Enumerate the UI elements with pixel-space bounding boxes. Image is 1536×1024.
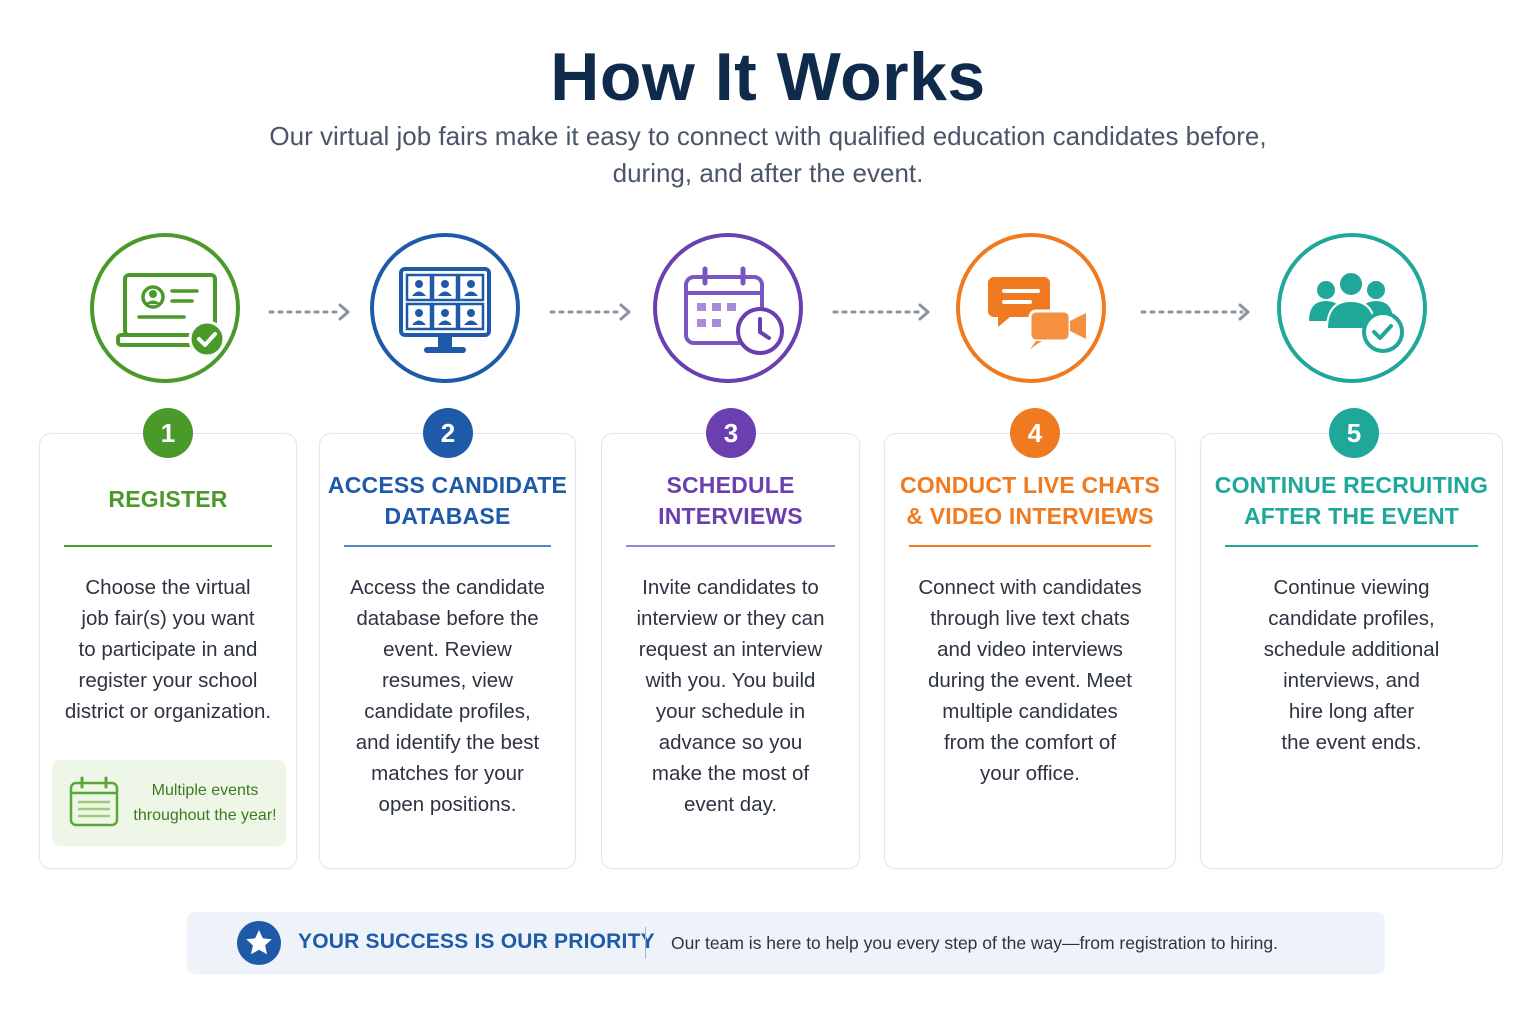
step-1-icon-circle: [90, 233, 240, 383]
step-4-icon-circle: [956, 233, 1106, 383]
step-5-title: CONTINUE RECRUITING AFTER THE EVENT: [1214, 472, 1489, 529]
step-2-icon-circle: [370, 233, 520, 383]
step-3-number-badge: 3: [706, 408, 756, 458]
success-banner: YOUR SUCCESS IS OUR PRIORITY Our team is…: [187, 912, 1385, 974]
step-3-title: SCHEDULE INTERVIEWS: [658, 472, 803, 529]
page-subtitle: Our virtual job fairs make it easy to co…: [269, 121, 1267, 188]
banner-heading: YOUR SUCCESS IS OUR PRIORITY: [298, 930, 655, 953]
step-5-divider: [1225, 545, 1478, 547]
page-title: How It Works: [550, 39, 986, 115]
step-3-description: Invite candidates to interview or they c…: [636, 576, 825, 816]
step-arrow-2: [549, 303, 631, 321]
calendar-icon: [69, 776, 119, 827]
step-arrow-3: [832, 303, 930, 321]
chat-video-icon: [988, 277, 1086, 349]
banner-divider: [645, 927, 646, 959]
step-4-title: CONDUCT LIVE CHATS & VIDEO INTERVIEWS: [899, 472, 1160, 529]
group-check-icon: [1309, 271, 1404, 353]
calendar-clock-icon: [684, 266, 784, 355]
step-5-icon-circle: [1277, 233, 1427, 383]
multiple-events-note: Multiple events throughout the year!: [52, 760, 286, 846]
step-1-description: Choose the virtual job fair(s) you want …: [64, 576, 272, 723]
monitor-candidates-grid-icon: [399, 267, 491, 353]
step-3-card: SCHEDULE INTERVIEWS Invite candidates to…: [601, 433, 860, 869]
step-5-description: Continue viewing candidate profiles, sch…: [1263, 576, 1440, 754]
step-4-description: Connect with candidates through live tex…: [918, 576, 1142, 785]
step-2-title: ACCESS CANDIDATE DATABASE: [327, 472, 568, 529]
step-1-number-badge: 1: [143, 408, 193, 458]
step-arrow-4: [1140, 303, 1250, 321]
step-1-card: REGISTER Choose the virtual job fair(s) …: [39, 433, 297, 869]
step-1-title: REGISTER: [108, 486, 228, 512]
step-1-divider: [64, 545, 272, 547]
step-5-card: CONTINUE RECRUITING AFTER THE EVENT Cont…: [1200, 433, 1503, 869]
step-3-icon-circle: [653, 233, 803, 383]
step-2-description: Access the candidate database before the…: [350, 576, 545, 816]
step-arrow-1: [268, 303, 350, 321]
step-2-divider: [344, 545, 551, 547]
step-2-card: ACCESS CANDIDATE DATABASE Access the can…: [319, 433, 576, 869]
step-4-number-badge: 4: [1010, 408, 1060, 458]
step-3-divider: [626, 545, 835, 547]
step-5-number-badge: 5: [1329, 408, 1379, 458]
step-2-number-badge: 2: [423, 408, 473, 458]
step-4-card: CONDUCT LIVE CHATS & VIDEO INTERVIEWS Co…: [884, 433, 1176, 869]
multiple-events-text: Multiple events throughout the year!: [133, 782, 277, 824]
banner-text: Our team is here to help you every step …: [671, 933, 1278, 953]
step-4-divider: [909, 545, 1151, 547]
star-icon: [237, 921, 281, 965]
laptop-profile-check-icon: [116, 273, 226, 358]
